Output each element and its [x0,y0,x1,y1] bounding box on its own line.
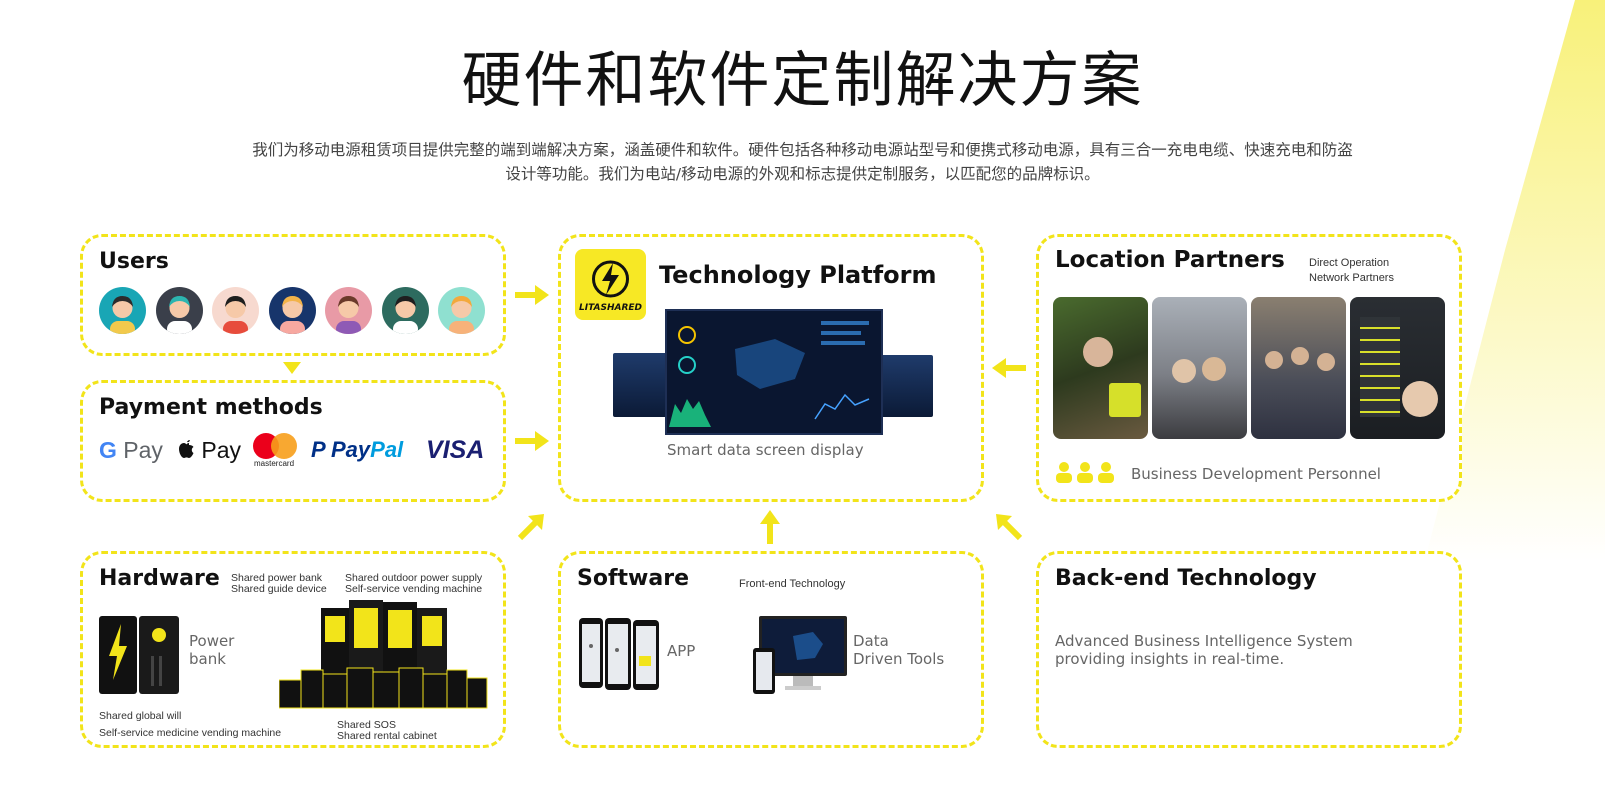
gpay-logo: G Pay [99,437,163,463]
data-tools-label-2: Driven Tools [853,650,945,668]
page-title: 硬件和软件定制解决方案 [461,46,1144,116]
bd-personnel-label: Business Development Personnel [1131,465,1381,483]
hardware-label-power-bank: Shared power bank [231,572,323,584]
platform-box: LITASHARED Technology Platform Smart dat… [558,234,984,502]
hardware-label-guide: Shared guide device [231,583,327,595]
software-subtitle: Front-end Technology [739,578,846,590]
data-tools-label-1: Data [853,632,889,650]
power-bank-image [99,616,181,696]
backend-title: Back-end Technology [1055,566,1317,591]
power-bank-label-2: bank [189,650,226,668]
partner-photo-3 [1251,297,1346,439]
hardware-label-rental: Shared rental cabinet [337,730,437,742]
visa-logo: VISA [426,436,485,464]
location-box: Location Partners Direct Operation Netwo… [1036,234,1462,502]
lightning-icon [592,260,629,298]
dashboard-chart [669,321,870,427]
monitor-image [753,616,847,694]
litashared-logo: LITASHARED [575,249,646,320]
hardware-label-outdoor: Shared outdoor power supply [345,572,483,584]
backend-desc-1: Advanced Business Intelligence System [1055,632,1353,650]
hardware-label-will: Shared global will [99,710,182,722]
backend-desc-2: providing insights in real-time. [1055,650,1285,668]
phones-image [579,618,659,690]
platform-title: Technology Platform [659,261,937,289]
payment-title: Payment methods [99,395,323,420]
backend-box: Back-end Technology Advanced Business In… [1036,551,1462,748]
avatar-2-icon [155,287,203,334]
platform-caption: Smart data screen display [667,441,864,459]
arrow-location-to-platform [992,358,1026,378]
users-box: Users [80,234,506,356]
power-bank-label-1: Power [189,632,235,650]
mastercard-logo: mastercard [251,433,301,469]
data-screen-display [611,309,933,435]
software-title: Software [577,566,689,591]
arrow-users-to-payment [283,362,301,374]
arrow-hardware-to-platform [517,514,544,541]
location-sub1: Direct Operation [1309,257,1390,269]
arrow-payment-to-platform [515,431,549,451]
hardware-title: Hardware [99,566,220,591]
avatar-7-icon [438,287,485,334]
apple-icon [179,440,194,458]
location-sub2: Network Partners [1309,272,1394,284]
applepay-logo: Pay [175,437,241,464]
power-bank-lightning-icon [109,624,127,680]
page-description: 我们为移动电源租赁项目提供完整的端到端解决方案，涵盖硬件和软件。硬件包括各种移动… [252,141,1353,183]
partner-photo-2 [1152,297,1247,439]
cabinets-image [279,600,488,709]
avatar-6-icon [381,287,429,334]
arrow-software-to-platform [760,510,780,544]
avatar-4-icon [268,287,316,334]
app-label: APP [667,642,696,660]
software-box: Software Front-end Technology APP Data D… [558,551,984,748]
avatar-1-icon [99,287,146,334]
partner-photo-4 [1350,297,1445,439]
hardware-label-medicine: Self-service medicine vending machine [99,727,282,739]
payment-box: Payment methods G Pay Pay mastercard P P… [80,380,506,502]
users-title: Users [99,249,169,274]
paypal-logo: P PayPal [311,437,404,462]
arrow-backend-to-platform [996,514,1023,541]
avatar-3-icon [212,287,259,334]
hardware-box: Hardware Shared power bank Shared guide … [80,551,506,748]
people-icon [1056,462,1114,483]
hardware-label-vending: Self-service vending machine [345,583,483,595]
partner-photo-1 [1053,297,1148,439]
hardware-label-sos: Shared SOS [337,719,396,731]
location-title: Location Partners [1055,247,1285,273]
arrow-users-to-platform [515,285,549,305]
avatar-5-icon [325,287,372,334]
background-triangle [1425,0,1605,560]
